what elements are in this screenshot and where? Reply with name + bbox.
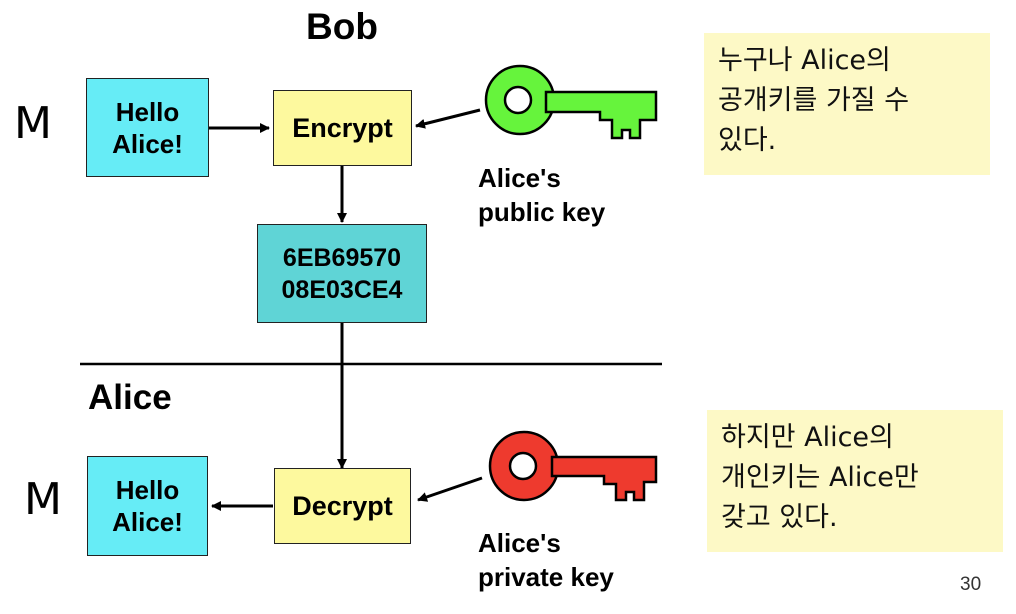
- note-private-key-line: 갖고 있다.: [721, 502, 838, 533]
- encrypt-box: Encrypt: [273, 90, 412, 166]
- private-key-label: Alice's private key: [478, 526, 614, 594]
- note-private-key: 하지만 Alice의 개인키는 Alice만 갖고 있다.: [707, 410, 1003, 552]
- plaintext-box-bottom: Hello Alice!: [87, 456, 208, 556]
- decrypt-box: Decrypt: [274, 468, 411, 544]
- plaintext-box-top: Hello Alice!: [86, 78, 209, 177]
- ciphertext-line: 6EB69570: [282, 243, 402, 272]
- private-key-label-line: private key: [478, 562, 614, 592]
- note-public-key: 누구나 Alice의 공개키를 가질 수 있다.: [704, 33, 990, 175]
- ciphertext-box: 6EB69570 08E03CE4: [257, 224, 427, 323]
- plaintext-top-line: Alice!: [112, 128, 183, 159]
- ciphertext-line: 08E03CE4: [281, 275, 403, 304]
- note-public-key-line: 공개키를 가질 수: [718, 85, 910, 116]
- private-key-label-line: Alice's: [478, 528, 561, 558]
- public-key-label: Alice's public key: [478, 161, 605, 229]
- plaintext-bottom-line: Hello: [115, 475, 180, 505]
- plaintext-top-line: Hello: [115, 96, 180, 127]
- arrow-private-key-to-decrypt: [417, 476, 483, 502]
- arrow-public-key-to-encrypt: [415, 108, 481, 129]
- note-private-key-line: 개인키는 Alice만: [721, 462, 919, 493]
- message-symbol-top: M: [14, 98, 52, 149]
- public-key-label-line: public key: [478, 197, 606, 227]
- note-public-key-line: 있다.: [718, 125, 777, 156]
- page-number: 30: [960, 574, 982, 595]
- plaintext-bottom-line: Alice!: [112, 507, 183, 537]
- public-key-label-line: Alice's: [478, 163, 561, 193]
- private-key-icon: [488, 430, 658, 502]
- note-private-key-line: 하지만 Alice의: [721, 422, 894, 453]
- note-public-key-line: 누구나 Alice의: [718, 45, 891, 76]
- sender-label: Bob: [306, 6, 378, 47]
- public-key-icon: [484, 64, 658, 140]
- receiver-label: Alice: [88, 378, 172, 417]
- message-symbol-bottom: M: [24, 474, 62, 525]
